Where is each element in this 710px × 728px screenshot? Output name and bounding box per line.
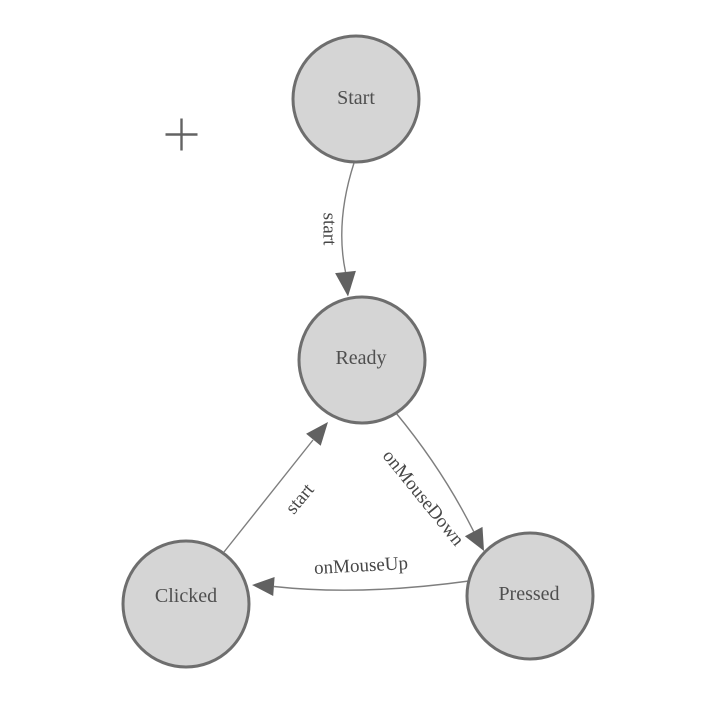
state-node-pressed[interactable]: Pressed [465,531,595,661]
state-circle-clicked[interactable] [121,539,251,669]
edge-line-ready-to-pressed[interactable] [395,412,475,532]
crosshair-cursor-icon [165,118,198,151]
edge-label-clicked-to-ready: start [281,479,319,518]
arrowhead-icon-clicked-to-ready [306,422,328,446]
transition-edge-clicked-to-ready: start [223,422,328,553]
state-node-start[interactable]: Start [291,34,421,164]
state-label-ready: Ready [335,347,386,369]
arrowhead-icon-pressed-to-clicked [252,577,275,596]
edge-label-ready-to-pressed: onMouseDown [378,446,468,551]
state-circle-ready[interactable] [297,295,427,425]
state-node-clicked[interactable]: Clicked [121,539,251,669]
edge-line-start-to-ready[interactable] [341,162,355,273]
state-node-ready[interactable]: Ready [297,295,427,425]
transition-edge-pressed-to-clicked: onMouseUp [252,553,470,596]
arrowhead-icon-ready-to-pressed [464,526,484,551]
edge-label-start-to-ready: start [319,213,340,246]
transition-edge-ready-to-pressed: onMouseDown [378,412,484,551]
state-label-clicked: Clicked [155,585,217,607]
transition-edge-start-to-ready: start [319,162,356,297]
state-circle-start[interactable] [291,34,421,164]
edge-line-pressed-to-clicked[interactable] [273,580,470,591]
state-label-start: Start [337,87,375,109]
edge-line-clicked-to-ready[interactable] [223,439,314,553]
state-circle-pressed[interactable] [465,531,595,661]
edge-label-pressed-to-clicked: onMouseUp [314,553,409,579]
arrowhead-icon-start-to-ready [335,270,356,297]
state-label-pressed: Pressed [498,583,559,605]
